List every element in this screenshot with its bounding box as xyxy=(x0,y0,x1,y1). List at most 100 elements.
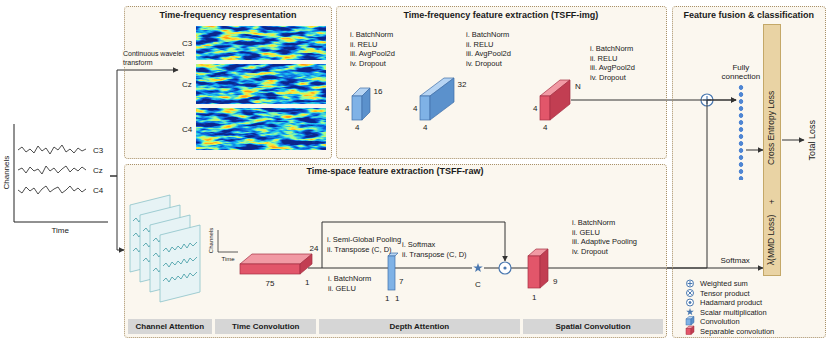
dimension-label: 7 xyxy=(399,277,403,286)
text-line: ii. Transpose (C, D) xyxy=(327,245,401,255)
cube-face xyxy=(550,80,570,120)
text-line: iv. Dropout xyxy=(350,59,395,69)
dimension-label: 75 xyxy=(266,279,275,288)
stage-label: Channel Attention xyxy=(136,322,205,331)
text-line: ii. RELU xyxy=(590,54,635,64)
depth-bar xyxy=(388,253,398,290)
eeg-trace xyxy=(18,145,86,154)
channel-label: C3 xyxy=(182,39,192,48)
panel-grounds xyxy=(124,6,826,338)
eeg-trace xyxy=(18,166,86,174)
dimension-label: Time xyxy=(222,256,235,263)
loss-bar: λ(MMD Loss)+Cross Entropy Loss xyxy=(763,24,781,276)
hadamard-symbol xyxy=(499,262,511,274)
channel-attention-stack xyxy=(130,195,200,302)
text-line: ii. Transpose (C, D) xyxy=(402,250,467,260)
stage-band: Time Convolution xyxy=(215,319,316,334)
legend-symbol xyxy=(687,290,694,297)
dimension-label: i. BatchNorm ii. GELU xyxy=(328,274,371,293)
legend-label: Hadamard product xyxy=(700,298,762,307)
text-line: iv. Dropout xyxy=(590,73,635,83)
text-line: iv. Dropout xyxy=(572,247,637,257)
panel-ground xyxy=(336,6,667,159)
bar-face xyxy=(388,256,395,290)
spectrogram xyxy=(196,26,326,150)
text-line: iii. Adaptive Pooling xyxy=(572,237,637,247)
edge-label: Continuous wavelet transform xyxy=(122,50,190,67)
panel-title: Time-frequency feature extraction (TSFF-… xyxy=(404,10,599,20)
slab-face xyxy=(300,254,312,274)
dimension-label: 4 xyxy=(413,104,417,113)
dimension-label: 1 xyxy=(385,294,389,303)
loss-text: λ(MMD Loss) xyxy=(767,215,777,266)
axis-label: Cz xyxy=(93,166,103,175)
dimension-label: C xyxy=(475,280,481,289)
section-panel: Feature fusion & classificationFully con… xyxy=(672,6,826,338)
text-line: iii. AvgPool2d xyxy=(466,49,511,59)
text-line: i. BatchNorm xyxy=(590,44,635,54)
channel-label: Cz xyxy=(182,80,192,89)
skip-line xyxy=(322,222,505,268)
flow-line xyxy=(511,268,528,269)
dimension-label: 16 xyxy=(374,87,383,96)
stage-band: Spatial Convolution xyxy=(523,319,663,334)
legend-label: Tensor product xyxy=(700,289,750,298)
text-line: ii. RELU xyxy=(466,40,511,50)
panel-ground xyxy=(672,6,826,338)
dimension-label: Total Loss xyxy=(807,120,817,161)
dimension-label: 1 xyxy=(532,293,536,302)
dimension-label: N xyxy=(575,82,581,91)
dimension-label: 1 xyxy=(305,278,309,287)
legend-symbol xyxy=(687,280,694,287)
panel-ground xyxy=(124,164,667,338)
axis-label: Channels xyxy=(2,155,11,189)
spectrogram-band xyxy=(196,108,326,150)
plot-axes xyxy=(14,124,108,222)
legend-symbol xyxy=(687,299,694,306)
legend-label: Scalar multiplication xyxy=(700,308,767,317)
conv-cubes xyxy=(352,78,454,120)
cube-face xyxy=(686,319,691,325)
dimension-label: i. BatchNorm ii. RELU iii. AvgPool2d iv.… xyxy=(590,44,635,82)
connector-arrow xyxy=(746,150,763,151)
dimension-label: 4 xyxy=(543,123,547,132)
eeg-signal-plot xyxy=(14,124,108,222)
cube-face xyxy=(352,96,362,120)
dimension-label: 4 xyxy=(533,104,537,113)
text-line: i. Softmax xyxy=(402,240,467,250)
cube-face xyxy=(420,96,430,120)
slab-face xyxy=(240,254,312,264)
legend-label: Separable convolution xyxy=(700,327,774,336)
dimension-label: i. Semi-Global Pooling ii. Transpose (C,… xyxy=(327,235,401,254)
text-line: ii. GELU xyxy=(572,228,637,238)
channel-label: C4 xyxy=(182,125,192,134)
connector-arrow xyxy=(110,176,124,250)
connector-arrow xyxy=(667,100,736,268)
dimension-label: i. Softmax ii. Transpose (C, D) xyxy=(402,240,467,259)
spectrogram-box: C3CzC4 xyxy=(178,26,328,152)
eeg-traces xyxy=(163,242,197,282)
legend-symbol xyxy=(688,291,692,295)
panel-title: Time-space feature extraction (TSFF-raw) xyxy=(307,166,484,176)
dimension-label: 4 xyxy=(345,104,349,113)
panel-title: Time-frequency respresentation xyxy=(160,10,297,20)
text-line: i. Semi-Global Pooling xyxy=(327,235,401,245)
dimension-label: 4 xyxy=(355,123,359,132)
dimension-label: 1 xyxy=(395,294,399,303)
total-arrow xyxy=(782,140,804,141)
panel-ground xyxy=(124,6,332,159)
fc-layer: Fully connection xyxy=(736,84,746,180)
loss-text: + xyxy=(767,199,777,204)
stage-label: Spatial Convolution xyxy=(556,322,631,331)
panel-title: Feature fusion & classification xyxy=(684,10,815,20)
cube-face xyxy=(540,249,548,288)
eeg-trace xyxy=(163,272,197,282)
text-line: i. BatchNorm xyxy=(328,274,371,284)
scalar-star xyxy=(473,263,483,272)
edge-label: Softmax xyxy=(720,256,751,265)
legend-symbol xyxy=(689,302,691,304)
text-line: i. BatchNorm xyxy=(466,30,511,40)
eeg-trace xyxy=(163,257,197,267)
axis-label: Time xyxy=(52,226,69,235)
